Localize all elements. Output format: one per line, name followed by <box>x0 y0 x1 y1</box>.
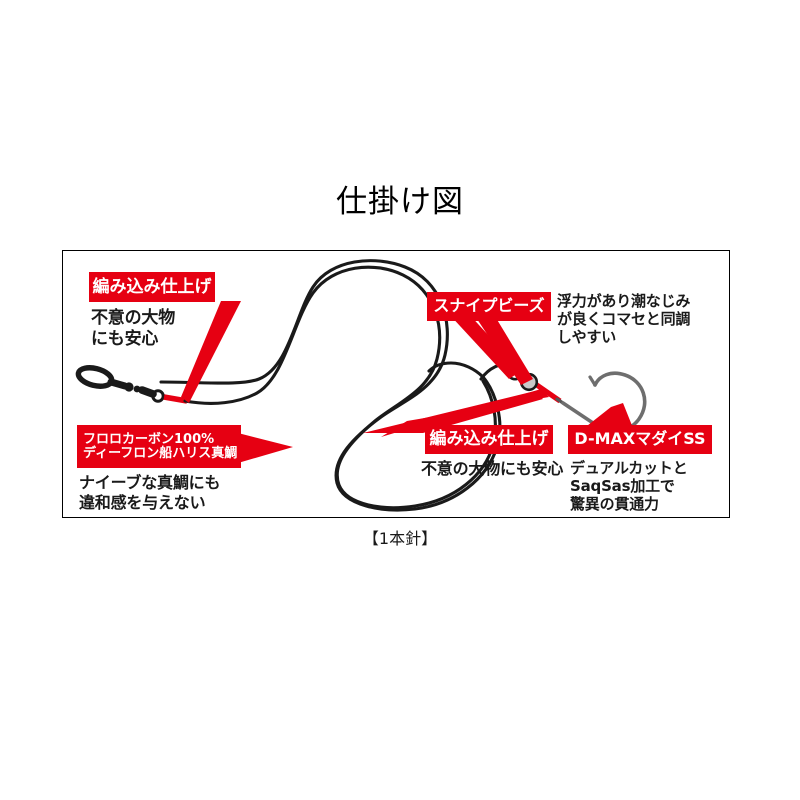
hook-point <box>588 375 597 387</box>
snap-swivel-oval <box>75 365 115 389</box>
callout-chip-braided-finish-right[interactable]: 編み込み仕上げ <box>425 425 553 454</box>
arrow-fluorocarbon <box>238 433 293 463</box>
chip-label: D-MAXマダイSS <box>574 429 706 449</box>
diagram-caption: 【1本針】 <box>362 529 438 548</box>
desc-line: デュアルカットと <box>570 459 688 477</box>
callout-chip-fluorocarbon[interactable]: フロロカーボン100% ディーフロン船ハリス真鯛 <box>77 425 241 468</box>
swivel-ring-1 <box>124 382 134 392</box>
chip-label-line-2: ディーフロン船ハリス真鯛 <box>83 445 238 461</box>
snap-swivel-body <box>107 378 129 390</box>
desc-line: 浮力があり潮なじみ <box>557 292 691 310</box>
chip-label: 編み込み仕上げ <box>429 429 549 450</box>
callout-chip-braided-finish-left[interactable]: 編み込み仕上げ <box>89 272 215 302</box>
swivel-barrel <box>138 386 157 398</box>
callout-desc-fluorocarbon: ナイーブな真鯛にも 違和感を与えない <box>79 473 220 513</box>
callout-desc-snipe-beads: 浮力があり潮なじみ が良くコマセと同調 しやすい <box>557 292 690 346</box>
desc-line: 違和感を与えない <box>79 493 206 512</box>
desc-line: 不意の大物にも安心 <box>421 459 564 478</box>
desc-line: ナイーブな真鯛にも <box>79 473 221 492</box>
arrow-braided-left <box>181 301 241 403</box>
rig-diagram-frame: 編み込み仕上げ 不意の大物 にも安心 フロロカーボン100% ディーフロン船ハリ… <box>62 250 730 518</box>
page-title: 仕掛け図 <box>336 184 464 220</box>
callout-desc-braided-finish-left: 不意の大物 にも安心 <box>91 308 175 350</box>
callout-desc-dmax-madai-ss: デュアルカットと SaqSas加工で 驚異の貫通力 <box>570 459 688 513</box>
swivel-eye <box>151 389 165 403</box>
desc-line: が良くコマセと同調 <box>557 310 691 328</box>
chip-label-line-1: フロロカーボン100% <box>83 431 215 447</box>
desc-line: 驚異の貫通力 <box>570 495 659 513</box>
braided-finish-knot-left <box>163 394 188 404</box>
arrow-snipe-beads-1 <box>448 313 521 379</box>
chip-label: 編み込み仕上げ <box>92 276 212 297</box>
desc-line: しやすい <box>557 328 617 346</box>
desc-line: SaqSas加工で <box>570 477 675 495</box>
callout-chip-snipe-beads[interactable]: スナイプビーズ <box>427 292 551 321</box>
callout-desc-braided-finish-right: 不意の大物にも安心 <box>421 459 563 479</box>
callout-chip-dmax-madai-ss[interactable]: D-MAXマダイSS <box>568 425 712 454</box>
desc-line: にも安心 <box>91 329 159 349</box>
leader-main-path <box>183 265 497 510</box>
chip-label: スナイプビーズ <box>433 296 545 316</box>
arrow-snipe-beads-2 <box>473 313 533 385</box>
desc-line: 不意の大物 <box>91 308 175 328</box>
arrow-braided-right-b <box>381 389 549 437</box>
